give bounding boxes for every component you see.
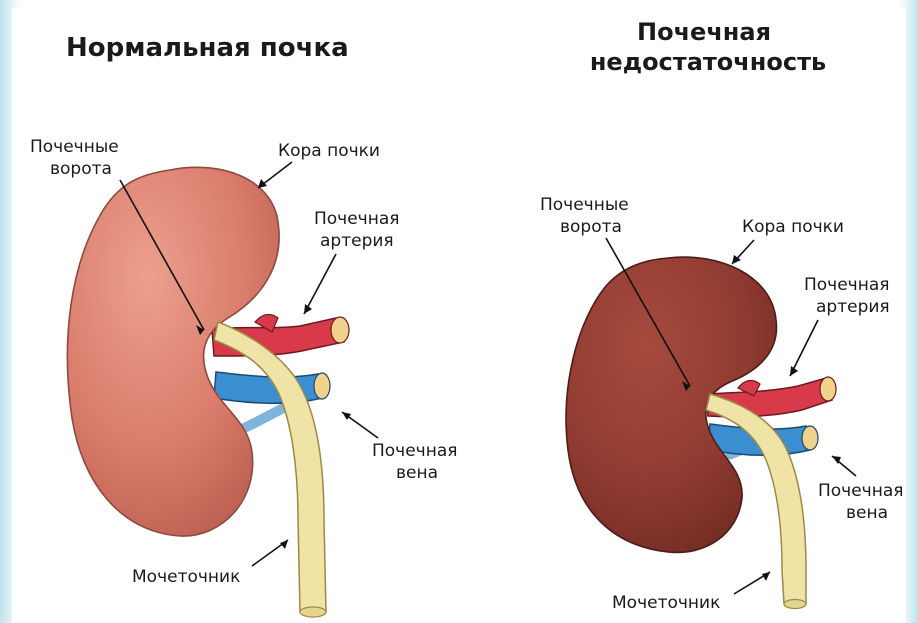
normal-artery-pointer: [304, 254, 336, 314]
failure-cortex-label: Кора почки: [742, 217, 844, 237]
normal-back-vein-branch: [240, 405, 290, 430]
normal-artery-label: Почечная артерия: [314, 209, 400, 251]
failure-hilum-label-line1: Почечные: [540, 195, 629, 215]
normal-vein-arrowhead: [342, 412, 351, 420]
failure-title-line2: недостаточность: [590, 48, 826, 76]
failure-artery-label-line2: артерия: [816, 297, 890, 317]
failure-artery-label-line1: Почечная: [804, 275, 890, 295]
normal-cortex-arrowhead: [258, 179, 267, 188]
failure-kidney-group: [566, 257, 836, 608]
failure-artery-pointer: [790, 320, 818, 376]
failure-vein-label-line2: вена: [846, 503, 888, 523]
normal-kidney-group: [67, 167, 349, 617]
normal-vein-label-line1: Почечная: [372, 441, 458, 461]
failure-title-line1: Почечная: [637, 18, 771, 46]
normal-vein-label: Почечная вена: [372, 441, 458, 483]
normal-ureter-label: Мочеточник: [132, 567, 240, 587]
normal-hilum-label-line2: ворота: [50, 159, 112, 179]
failure-hilum-label-line2: ворота: [560, 217, 622, 237]
normal-vein-label-line2: вена: [396, 463, 438, 483]
failure-hilum-label: Почечные ворота: [540, 195, 629, 237]
failure-vein-label-line1: Почечная: [818, 481, 904, 501]
normal-cortex-label: Кора почки: [278, 141, 380, 161]
normal-artery-label-line1: Почечная: [314, 209, 400, 229]
normal-hilum-label-line1: Почечные: [30, 137, 119, 157]
normal-artery-label-line2: артерия: [320, 231, 394, 251]
failure-vein-label: Почечная вена: [818, 481, 904, 523]
normal-hilum-label: Почечные ворота: [30, 137, 119, 179]
failure-artery-label: Почечная артерия: [804, 275, 890, 317]
normal-kidney-title: Нормальная почка: [66, 33, 349, 63]
failure-ureter-label: Мочеточник: [612, 593, 720, 613]
